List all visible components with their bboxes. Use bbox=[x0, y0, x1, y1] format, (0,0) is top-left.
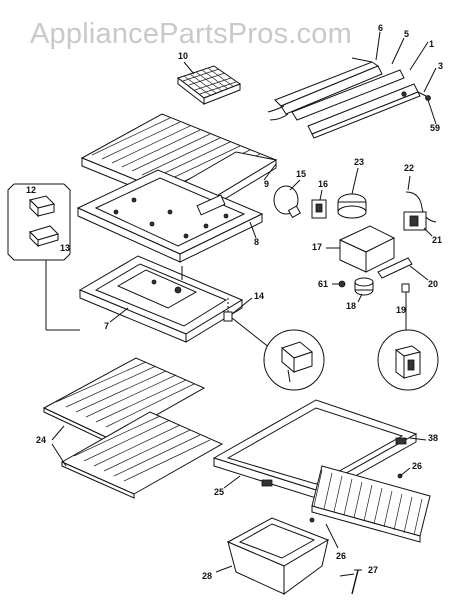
callout-14: 14 bbox=[254, 291, 265, 301]
callout-19: 19 bbox=[396, 305, 407, 315]
callout-7: 7 bbox=[104, 321, 110, 331]
callout-26-upper: 26 bbox=[412, 461, 423, 471]
callout-10: 10 bbox=[178, 51, 189, 61]
callout-13: 13 bbox=[60, 243, 71, 253]
callout-25: 25 bbox=[214, 487, 225, 497]
wire-drawer-part bbox=[309, 465, 431, 543]
callout-9: 9 bbox=[264, 179, 270, 189]
screw-part bbox=[351, 569, 362, 595]
shelf-clip-part bbox=[223, 298, 325, 391]
callout-17: 17 bbox=[312, 242, 323, 252]
callout-22: 22 bbox=[404, 163, 415, 173]
callout-5: 5 bbox=[404, 29, 410, 39]
callout-28: 28 bbox=[202, 571, 213, 581]
callout-23: 23 bbox=[354, 157, 365, 167]
leader-lines bbox=[109, 31, 437, 577]
watermark-text: AppliancePartsPros.com bbox=[30, 18, 352, 50]
light-assembly bbox=[273, 185, 437, 296]
callout-18: 18 bbox=[346, 301, 357, 311]
callout-8: 8 bbox=[254, 237, 260, 247]
callout-27: 27 bbox=[368, 565, 379, 575]
freezer-floor-part bbox=[76, 169, 264, 263]
callout-61: 61 bbox=[318, 279, 329, 289]
callout-1: 1 bbox=[429, 39, 435, 49]
callout-21: 21 bbox=[432, 235, 443, 245]
callout-16: 16 bbox=[318, 179, 329, 189]
callout-3: 3 bbox=[438, 61, 444, 71]
callout-59: 59 bbox=[430, 123, 441, 133]
callout-26-lower: 26 bbox=[336, 551, 347, 561]
crisper-bin-part bbox=[226, 517, 330, 595]
egg-tray-part bbox=[176, 65, 242, 106]
callout-12: 12 bbox=[26, 185, 37, 195]
callout-24: 24 bbox=[36, 435, 47, 445]
callout-15: 15 bbox=[296, 169, 307, 179]
inset-bins-detail bbox=[7, 183, 80, 331]
callout-38: 38 bbox=[428, 433, 439, 443]
callout-6: 6 bbox=[378, 23, 384, 33]
callout-20: 20 bbox=[428, 279, 439, 289]
door-rail-part bbox=[267, 57, 431, 139]
wire-shelves-part bbox=[42, 357, 224, 499]
switch-detail bbox=[377, 283, 439, 391]
